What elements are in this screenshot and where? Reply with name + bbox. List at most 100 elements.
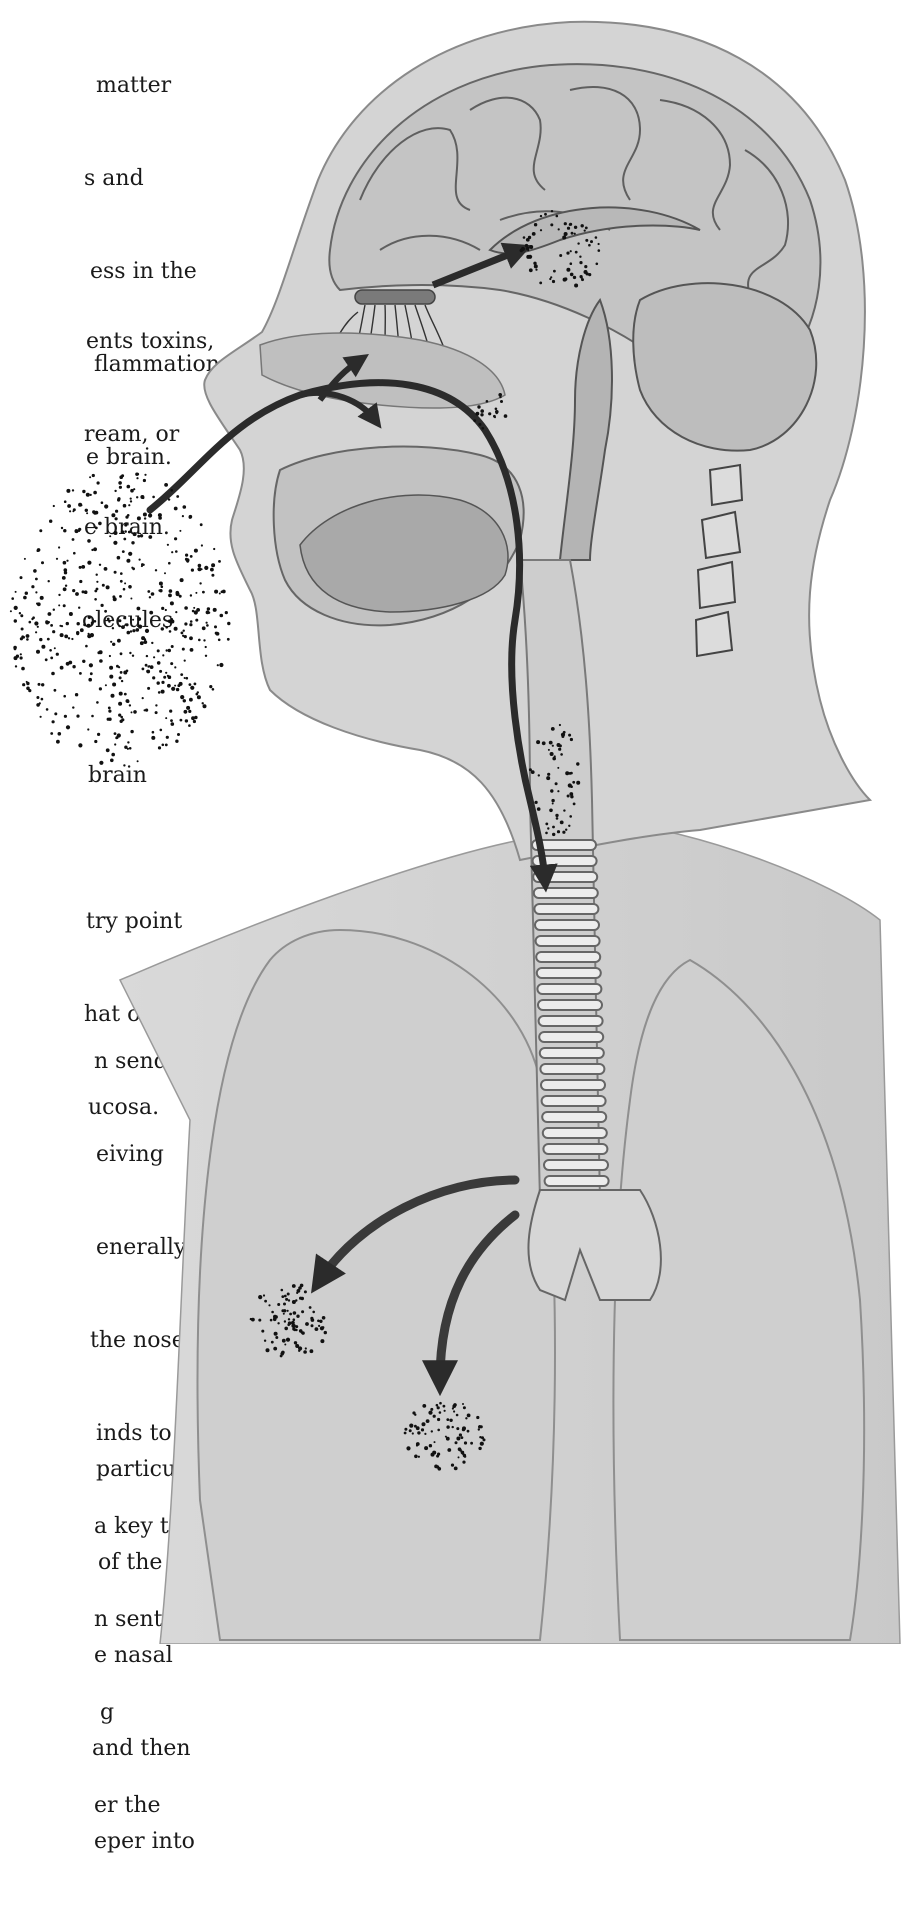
particle bbox=[94, 598, 97, 601]
particle bbox=[180, 719, 183, 722]
particle bbox=[168, 498, 170, 500]
particle bbox=[534, 264, 538, 268]
particle bbox=[26, 634, 30, 638]
particle bbox=[133, 532, 137, 536]
particle bbox=[14, 619, 17, 622]
particle bbox=[559, 724, 561, 726]
particle bbox=[525, 244, 528, 247]
particle bbox=[219, 663, 223, 667]
particle bbox=[56, 740, 60, 744]
particle bbox=[532, 232, 536, 236]
particle bbox=[284, 1327, 288, 1331]
particle bbox=[145, 664, 148, 667]
particle bbox=[96, 701, 99, 704]
particle bbox=[136, 477, 138, 479]
particle bbox=[287, 1324, 290, 1327]
particle bbox=[150, 665, 154, 669]
particle bbox=[64, 635, 68, 639]
anatomy-illustration bbox=[0, 0, 921, 1644]
particle bbox=[190, 648, 194, 652]
particle bbox=[208, 612, 210, 614]
particle bbox=[538, 774, 540, 776]
particle bbox=[108, 620, 110, 622]
particle bbox=[147, 590, 150, 593]
particle bbox=[283, 1309, 286, 1312]
particle bbox=[21, 628, 24, 631]
particle bbox=[456, 1437, 460, 1441]
particle bbox=[212, 688, 215, 691]
trachea-ring bbox=[537, 968, 601, 978]
particle bbox=[409, 1429, 412, 1432]
particle bbox=[49, 649, 52, 652]
particle bbox=[104, 567, 108, 571]
particle bbox=[85, 509, 88, 512]
particle bbox=[559, 254, 562, 257]
particle bbox=[147, 687, 150, 690]
particle bbox=[183, 630, 185, 632]
particle bbox=[130, 630, 132, 632]
particle bbox=[463, 1406, 466, 1409]
particle bbox=[90, 494, 92, 496]
particle bbox=[22, 636, 25, 639]
particle bbox=[227, 638, 230, 641]
particle bbox=[155, 704, 157, 706]
particle bbox=[414, 1455, 418, 1459]
particle bbox=[201, 568, 203, 570]
particle bbox=[121, 530, 124, 533]
particle bbox=[95, 527, 98, 530]
particle bbox=[152, 496, 155, 499]
particle bbox=[551, 799, 554, 802]
particle bbox=[14, 606, 18, 610]
particle bbox=[167, 684, 171, 688]
particle bbox=[227, 622, 230, 625]
particle bbox=[119, 676, 122, 679]
particle bbox=[170, 618, 173, 621]
particle bbox=[131, 541, 134, 544]
particle bbox=[82, 590, 85, 593]
particle bbox=[288, 1318, 290, 1320]
particle bbox=[120, 716, 123, 719]
particle bbox=[120, 572, 123, 575]
particle bbox=[266, 1348, 270, 1352]
particle bbox=[45, 620, 48, 623]
particle bbox=[77, 622, 80, 625]
particle bbox=[66, 725, 70, 729]
particle bbox=[102, 584, 105, 587]
particle bbox=[263, 1294, 265, 1296]
particle bbox=[89, 476, 91, 478]
trachea-ring bbox=[541, 1080, 605, 1090]
particle bbox=[75, 529, 79, 533]
particle bbox=[152, 676, 155, 679]
particle bbox=[281, 1289, 284, 1292]
particle bbox=[447, 1448, 451, 1452]
particle bbox=[467, 1430, 470, 1433]
particle bbox=[143, 640, 147, 644]
particle bbox=[579, 256, 581, 258]
particle bbox=[456, 1414, 459, 1417]
particle bbox=[38, 683, 41, 686]
particle bbox=[72, 489, 74, 491]
particle bbox=[422, 1404, 426, 1408]
trachea-ring bbox=[545, 1176, 609, 1186]
particle bbox=[295, 1299, 297, 1301]
particle bbox=[66, 560, 68, 562]
particle bbox=[53, 609, 55, 611]
particle bbox=[216, 632, 220, 636]
particle bbox=[459, 1433, 462, 1436]
particle bbox=[311, 1324, 314, 1327]
particle bbox=[120, 652, 123, 655]
particle bbox=[296, 1315, 299, 1318]
particle bbox=[83, 623, 86, 626]
particle bbox=[54, 647, 56, 649]
particle bbox=[169, 630, 172, 633]
particle bbox=[557, 790, 559, 792]
particle bbox=[170, 719, 173, 722]
particle bbox=[94, 740, 97, 743]
particle bbox=[128, 504, 130, 506]
particle bbox=[528, 236, 531, 239]
particle bbox=[194, 683, 197, 686]
particle bbox=[29, 621, 32, 624]
particle bbox=[168, 594, 172, 598]
particle bbox=[71, 638, 73, 640]
particle bbox=[87, 539, 91, 543]
